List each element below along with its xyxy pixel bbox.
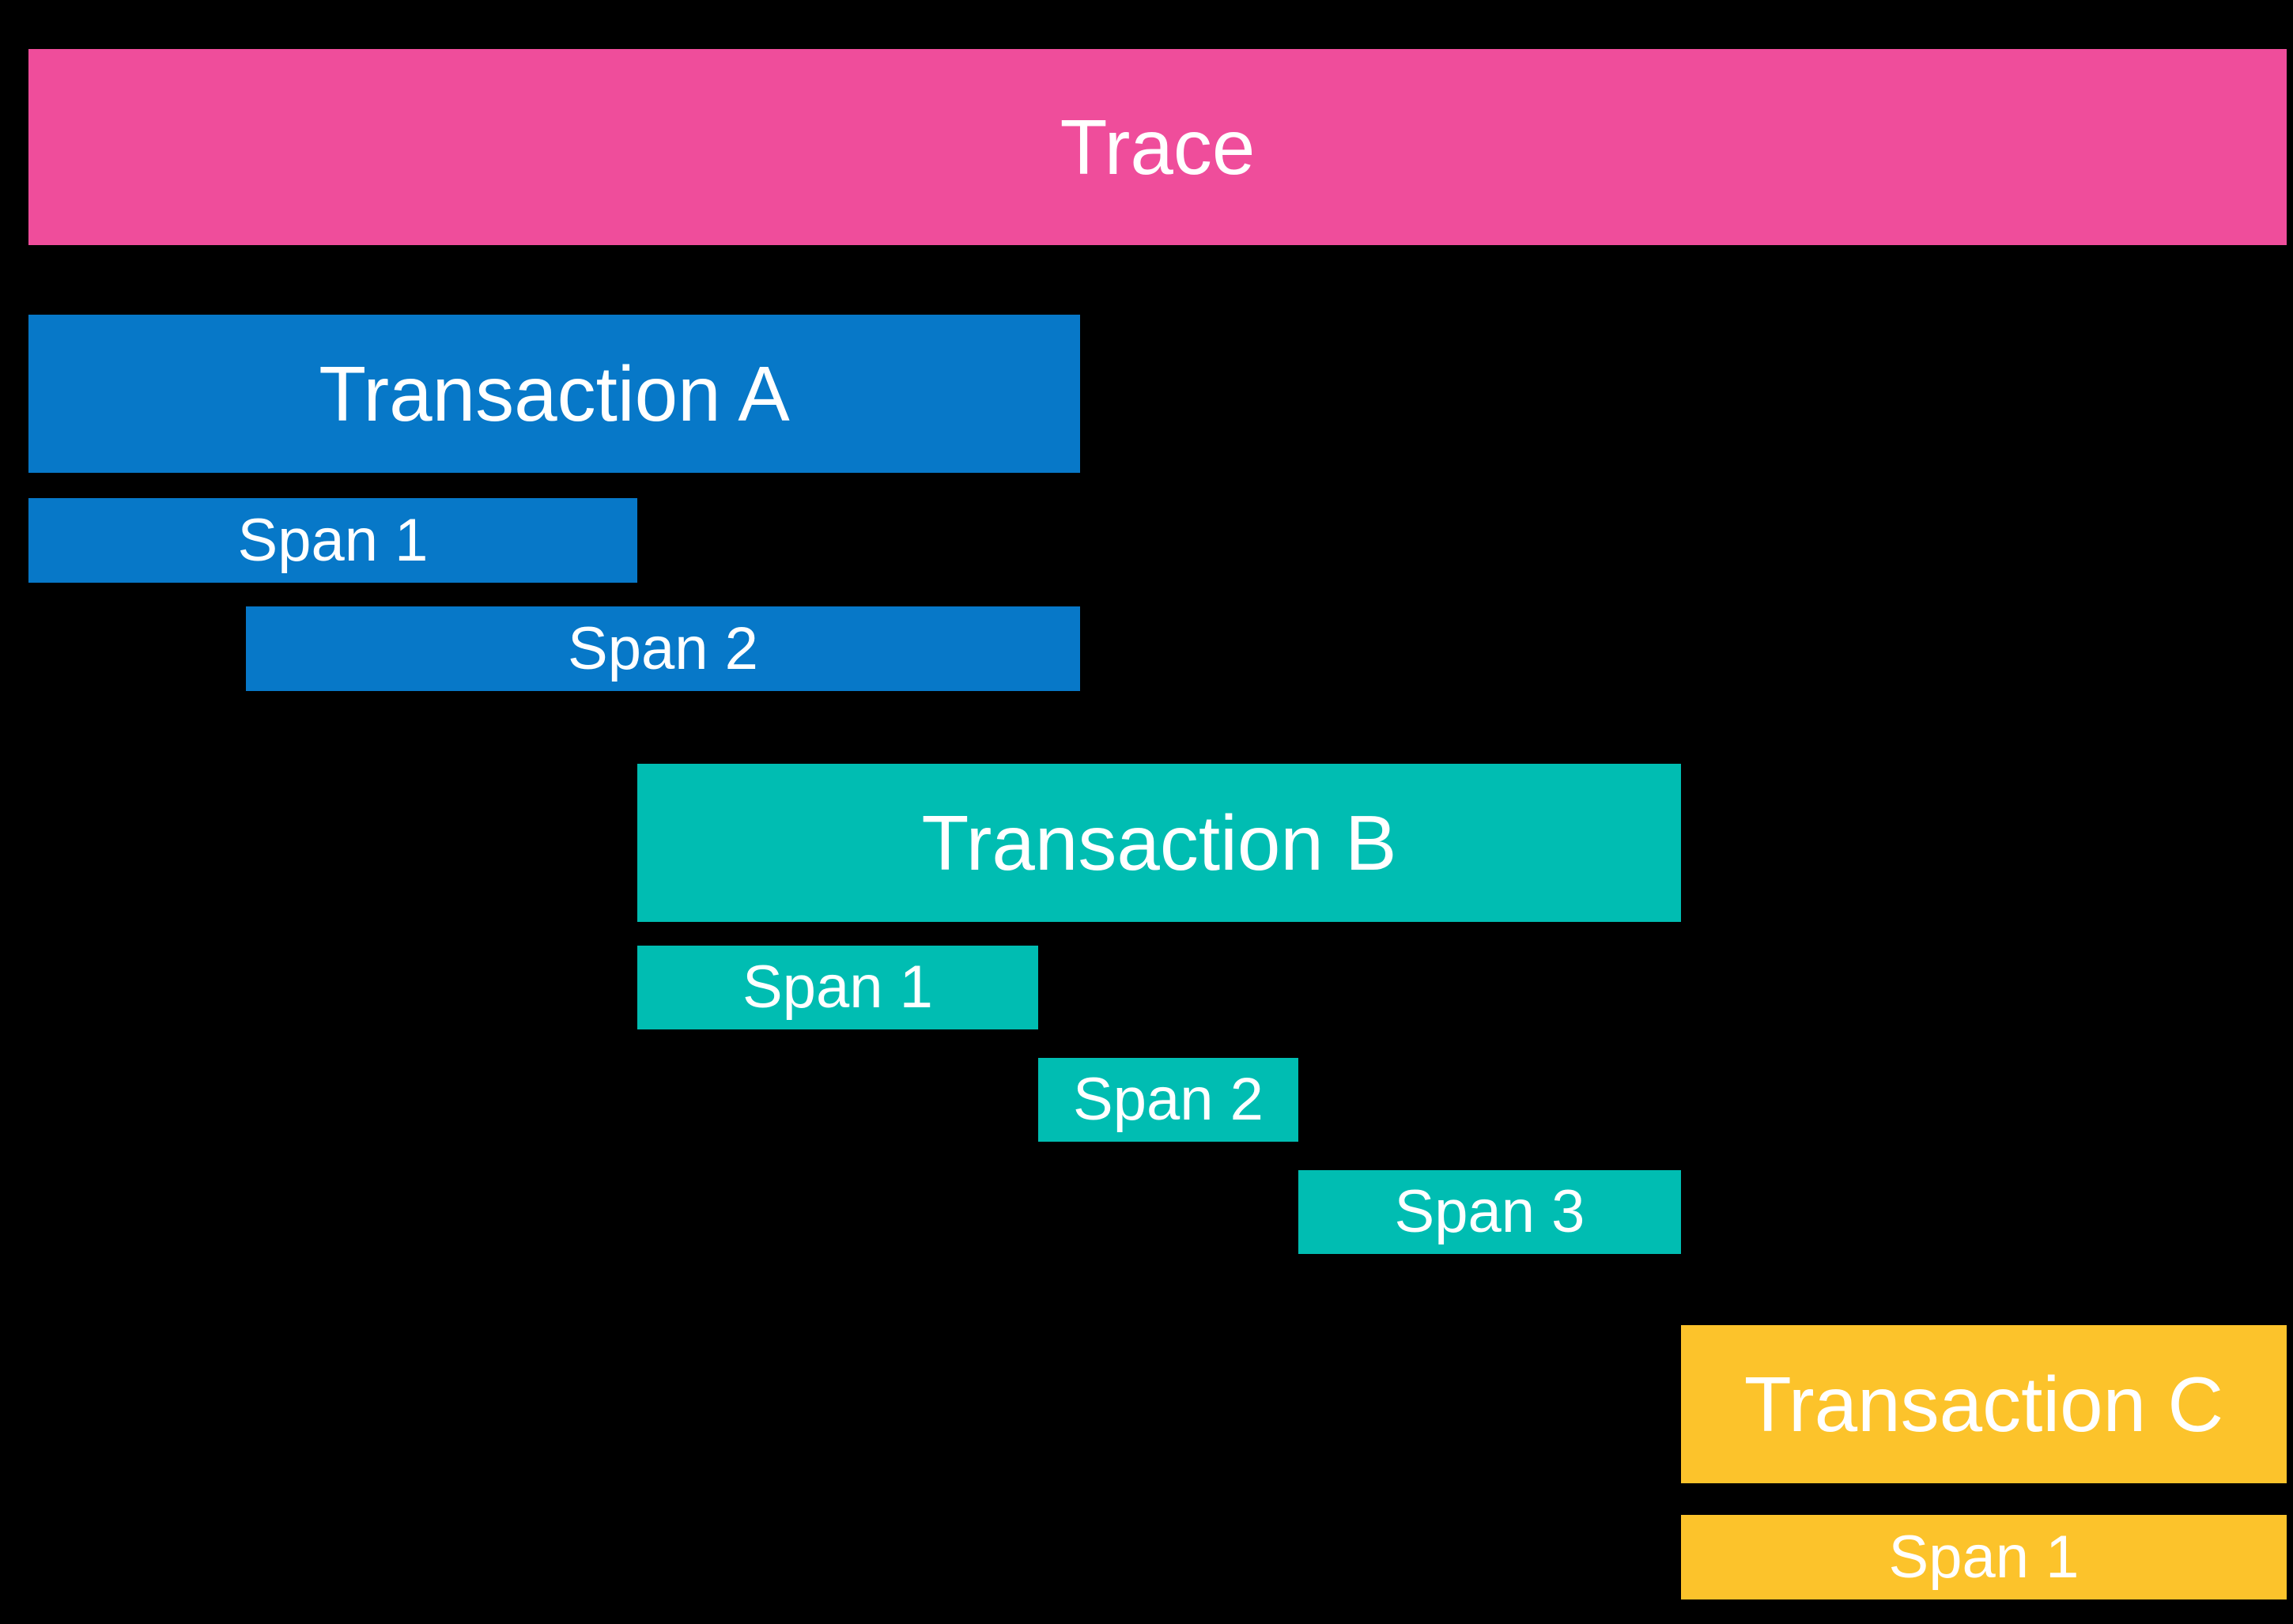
transaction-c-span-1-label: Span 1 <box>1888 1523 2080 1591</box>
transaction-b-span-1-bar: Span 1 <box>637 946 1038 1029</box>
transaction-b-label: Transaction B <box>921 799 1397 886</box>
transaction-b-span-3-label: Span 3 <box>1394 1178 1585 1245</box>
transaction-b-span-3-bar: Span 3 <box>1298 1170 1681 1254</box>
transaction-a-span-2-bar: Span 2 <box>246 606 1080 691</box>
transaction-c-span-1-bar: Span 1 <box>1681 1515 2287 1599</box>
transaction-a-span-1-bar: Span 1 <box>28 498 637 583</box>
transaction-a-span-1-label: Span 1 <box>237 506 429 574</box>
transaction-b-span-2-bar: Span 2 <box>1038 1058 1298 1142</box>
transaction-b-bar: Transaction B <box>637 764 1681 922</box>
transaction-c-label: Transaction C <box>1743 1361 2224 1448</box>
transaction-a-span-2-label: Span 2 <box>568 614 758 682</box>
transaction-a-bar: Transaction A <box>28 315 1080 473</box>
trace-label: Trace <box>1060 104 1256 191</box>
transaction-a-label: Transaction A <box>319 350 790 437</box>
trace-bar: Trace <box>28 49 2287 245</box>
transaction-c-bar: Transaction C <box>1681 1325 2287 1483</box>
transaction-b-span-2-label: Span 2 <box>1073 1066 1264 1133</box>
transaction-b-span-1-label: Span 1 <box>742 954 933 1021</box>
